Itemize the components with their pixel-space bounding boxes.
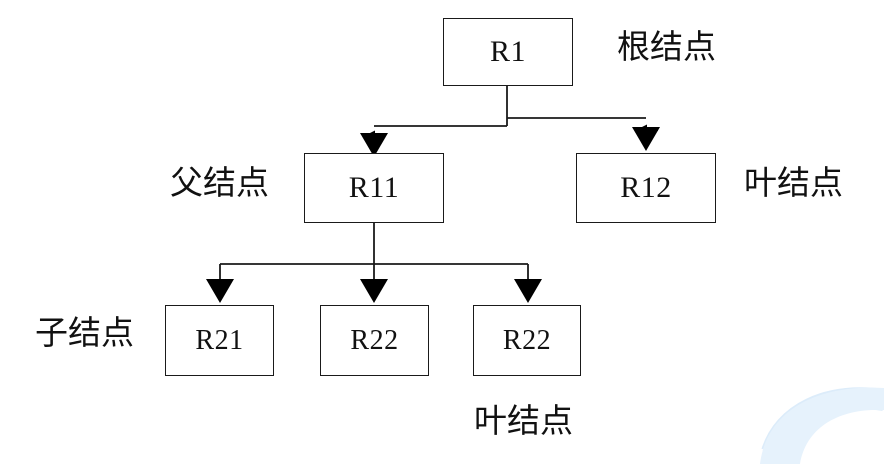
node-root-label: R1 bbox=[489, 35, 526, 68]
node-child-r22-a-label: R22 bbox=[350, 324, 399, 356]
node-parent-r11-label: R11 bbox=[348, 171, 400, 204]
node-root[interactable]: R1 bbox=[443, 18, 573, 86]
node-child-r22-a[interactable]: R22 bbox=[320, 305, 429, 376]
caption-root-node: 根结点 bbox=[617, 27, 716, 66]
caption-leaf-node-right: 叶结点 bbox=[744, 163, 843, 202]
node-leaf-r12-label: R12 bbox=[620, 171, 672, 204]
arrowhead-to-leaf-right bbox=[632, 127, 660, 151]
arrowhead-to-child1 bbox=[206, 279, 234, 303]
caption-leaf-node-bottom: 叶结点 bbox=[474, 401, 573, 440]
node-child-r21[interactable]: R21 bbox=[165, 305, 274, 376]
node-child-r22-b[interactable]: R22 bbox=[473, 305, 581, 376]
node-child-r22-b-label: R22 bbox=[502, 324, 552, 356]
arrowhead-to-child3 bbox=[514, 279, 542, 303]
caption-parent-node: 父结点 bbox=[170, 163, 269, 202]
node-child-r21-label: R21 bbox=[195, 324, 244, 356]
node-parent-r11[interactable]: R11 bbox=[304, 153, 444, 223]
node-leaf-r12[interactable]: R12 bbox=[576, 153, 716, 223]
caption-child-node: 子结点 bbox=[35, 313, 134, 352]
arrowhead-to-parent bbox=[360, 133, 388, 157]
arrowhead-to-child2 bbox=[360, 279, 388, 303]
arrowheads bbox=[206, 127, 660, 303]
